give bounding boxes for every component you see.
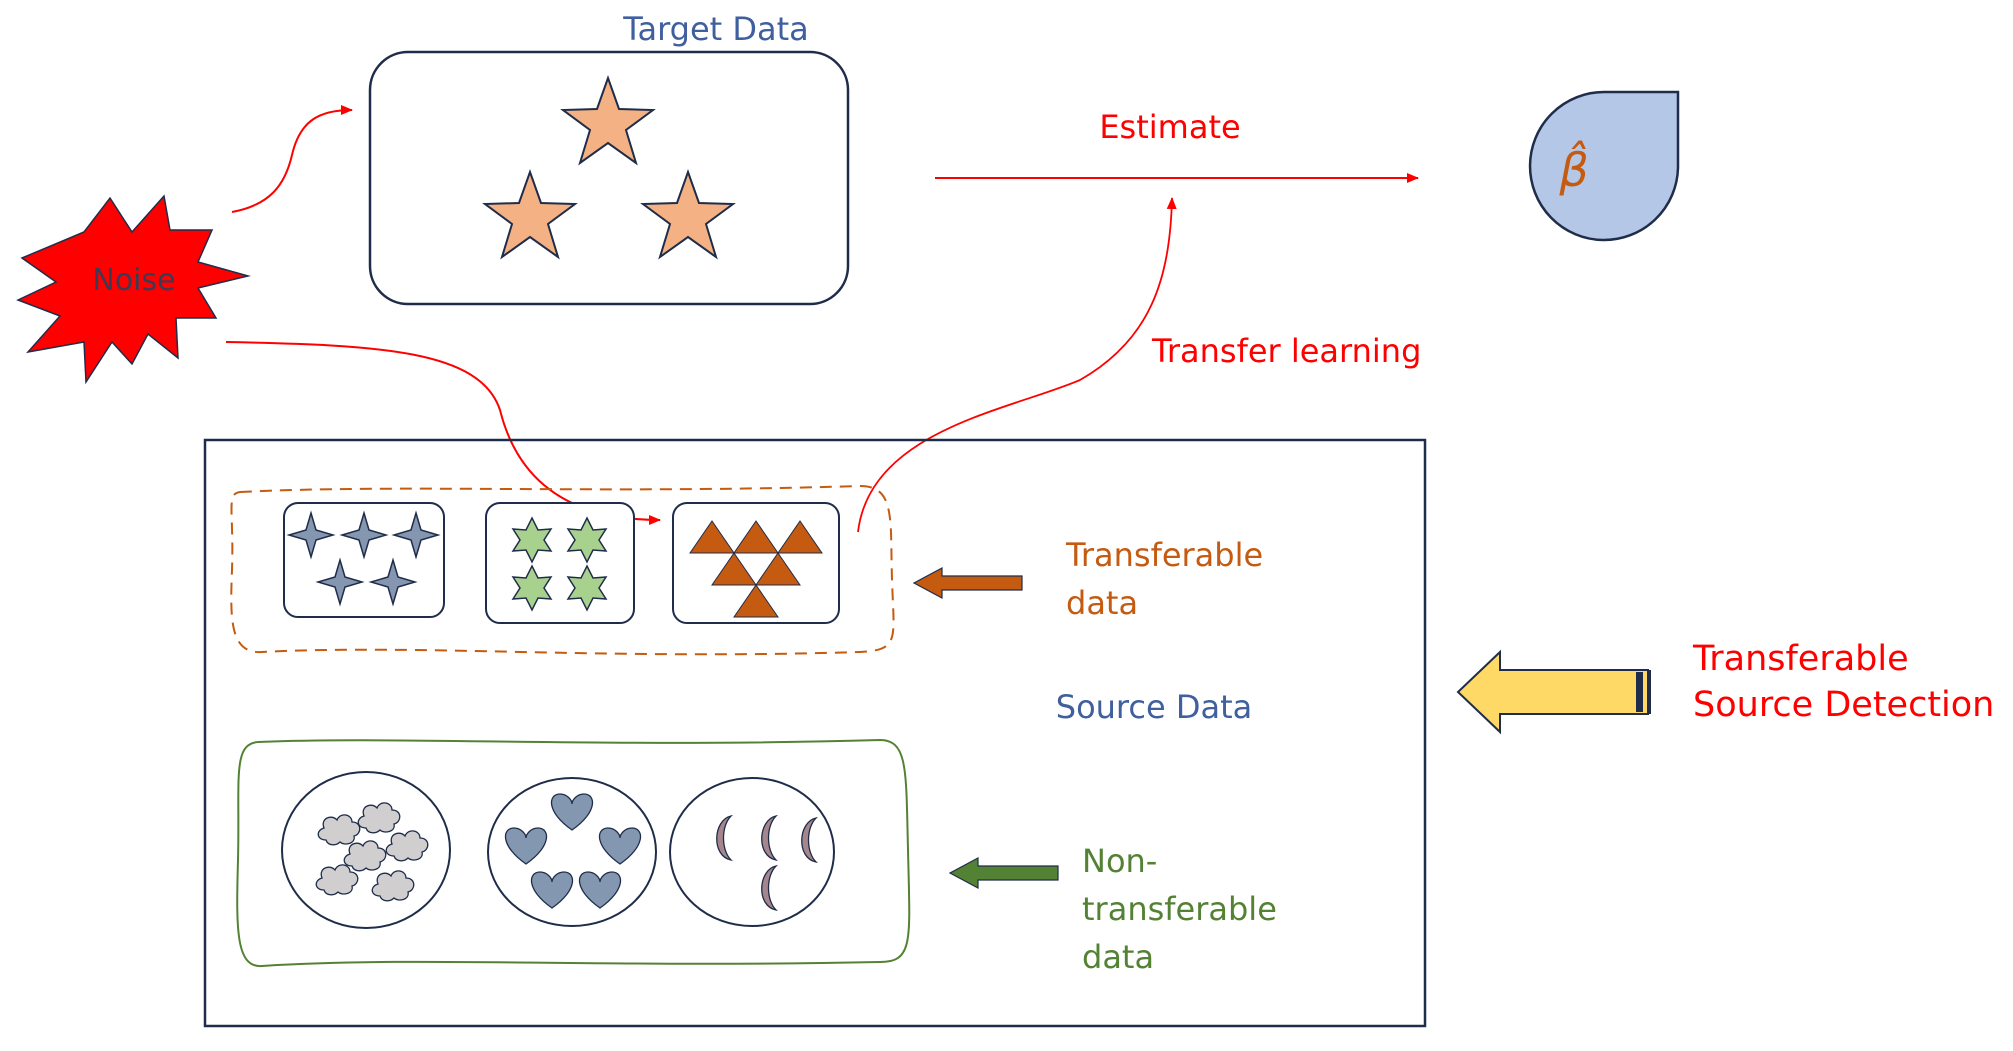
source-data-label: Source Data bbox=[1056, 688, 1252, 726]
transferable-data-label-line2: data bbox=[1066, 584, 1138, 622]
noise-to-source-arrow bbox=[225, 341, 661, 525]
non-transferable-label-line1: Non- bbox=[1082, 842, 1157, 880]
noise-to-target-arrow bbox=[231, 105, 353, 213]
non-transferable-label-line2: transferable bbox=[1082, 890, 1277, 928]
source-data-box bbox=[203, 438, 1427, 1028]
noise-label: Noise bbox=[92, 263, 175, 298]
transferable-group-outline bbox=[230, 484, 895, 656]
source-detection-label-line1: Transferable bbox=[1692, 639, 1909, 679]
source-detection-arrow-icon bbox=[1456, 649, 1651, 735]
beta-hat-teardrop-icon bbox=[1528, 90, 1680, 242]
beta-hat-label: β̂ bbox=[1558, 140, 1588, 197]
estimate-label: Estimate bbox=[1099, 108, 1240, 146]
transfer-learning-label: Transfer learning bbox=[1151, 332, 1421, 370]
target-data-label: Target Data bbox=[622, 10, 809, 48]
noise-burst-icon bbox=[16, 194, 251, 385]
target-data-box bbox=[368, 50, 850, 306]
source-ellipse-moons bbox=[669, 777, 835, 927]
non-transferable-label-line3: data bbox=[1082, 938, 1154, 976]
non-transferable-data-arrow-icon bbox=[948, 856, 1059, 890]
non-transferable-group-outline bbox=[236, 738, 911, 968]
transferable-data-arrow-icon bbox=[912, 566, 1023, 600]
transferable-data-label-line1: Transferable bbox=[1065, 536, 1263, 574]
source-detection-label-line2: Source Detection bbox=[1693, 685, 1994, 725]
source-box-six-stars bbox=[485, 502, 635, 624]
transfer-learning-arrow bbox=[857, 197, 1177, 533]
